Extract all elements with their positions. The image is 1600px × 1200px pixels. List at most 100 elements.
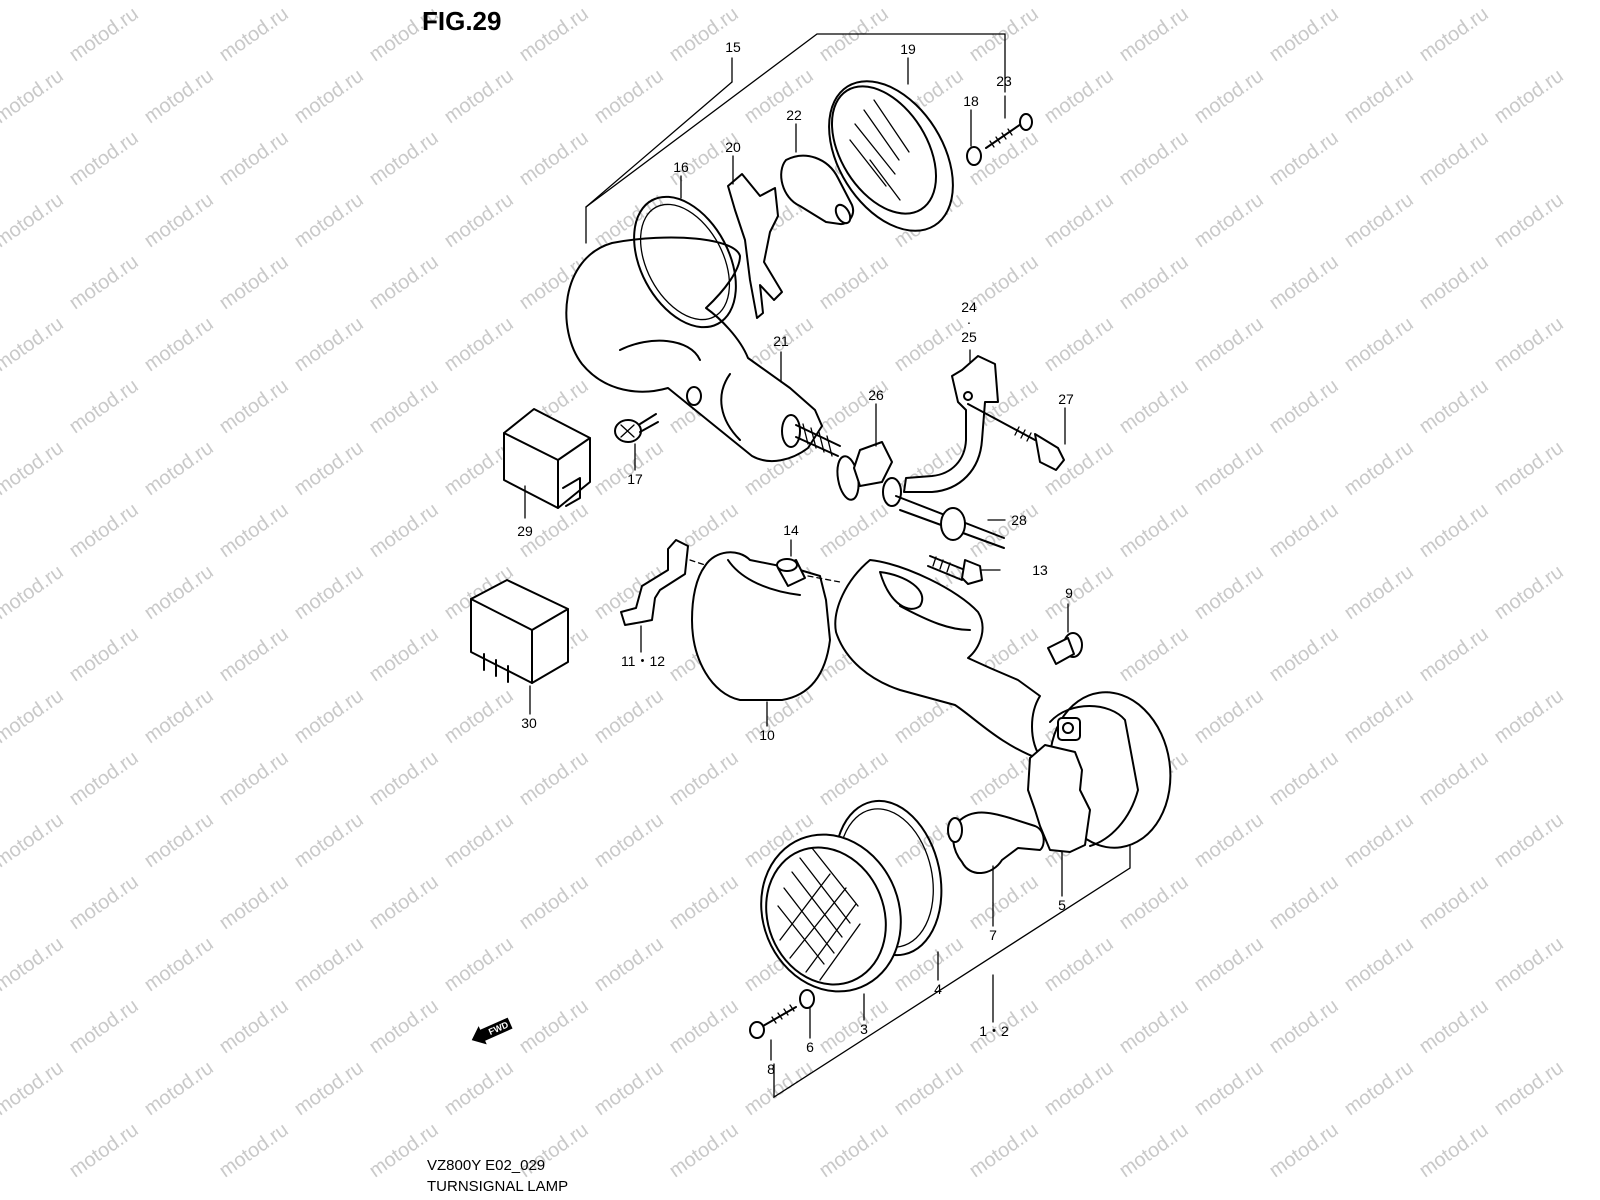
watermark-text: motod.ru [1415, 3, 1492, 66]
watermark-text: motod.ru [1265, 995, 1342, 1058]
watermark-text: motod.ru [1415, 1119, 1492, 1182]
lens-upper [828, 80, 954, 232]
watermark-text: motod.ru [1115, 251, 1192, 314]
callout-9: 9 [1065, 585, 1073, 601]
watermark-text: motod.ru [1340, 933, 1417, 996]
watermark-text: motod.ru [965, 1119, 1042, 1182]
watermark-text: motod.ru [1190, 1057, 1267, 1120]
callout-27: 27 [1058, 391, 1074, 407]
watermark-text: motod.ru [215, 375, 292, 438]
watermark-text: motod.ru [515, 871, 592, 934]
watermark-text: motod.ru [1415, 499, 1492, 562]
watermark-text: motod.ru [515, 747, 592, 810]
watermark-text: motod.ru [65, 127, 142, 190]
watermark-text: motod.ru [65, 995, 142, 1058]
collar-14 [776, 558, 806, 587]
leader-lines [524, 57, 1069, 1061]
watermark-text: motod.ru [965, 871, 1042, 934]
housing-stem-end [781, 414, 801, 448]
watermark-text: motod.ru [740, 65, 817, 128]
watermark-text: motod.ru [215, 747, 292, 810]
watermark-text: motod.ru [440, 933, 517, 996]
watermark-text: motod.ru [1115, 127, 1192, 190]
callout-10: 10 [759, 727, 775, 743]
watermark-text: motod.ru [440, 1057, 517, 1120]
watermark-text: motod.ru [1265, 251, 1342, 314]
callout-3: 3 [860, 1021, 868, 1037]
mount-bracket [903, 355, 999, 493]
watermark-text: motod.ru [1265, 499, 1342, 562]
callout-30: 30 [521, 715, 537, 731]
watermark-text: motod.ru [365, 871, 442, 934]
watermark-text: motod.ru [0, 685, 68, 748]
watermark-text: motod.ru [1190, 65, 1267, 128]
watermark-text: motod.ru [215, 995, 292, 1058]
watermark-text: motod.ru [1115, 499, 1192, 562]
watermark-text: motod.ru [290, 1057, 367, 1120]
callout-22: 22 [786, 107, 802, 123]
watermark-text: motod.ru [815, 995, 892, 1058]
watermark-text: motod.ru [815, 251, 892, 314]
callout-6: 6 [806, 1039, 814, 1055]
watermark-text: motod.ru [215, 499, 292, 562]
watermark-text: motod.ru [590, 65, 667, 128]
watermark-text: motod.ru [365, 995, 442, 1058]
watermark-text: motod.ru [1490, 685, 1567, 748]
watermark-text: motod.ru [1115, 375, 1192, 438]
callout-5: 5 [1058, 897, 1066, 913]
cover-10 [691, 551, 831, 701]
watermark-text: motod.ru [440, 65, 517, 128]
watermark-text: motod.ru [140, 685, 217, 748]
watermark-text: motod.ru [140, 1057, 217, 1120]
watermark-text: motod.ru [440, 809, 517, 872]
watermark-text: motod.ru [1265, 747, 1342, 810]
callout-24: 24 [961, 299, 977, 315]
watermark-text: motod.ru [665, 1119, 742, 1182]
watermark-text: motod.ru [1040, 189, 1117, 252]
bracket-11-12 [620, 539, 689, 626]
relay-30 [470, 579, 569, 684]
watermark-text: motod.ru [440, 189, 517, 252]
callout-13: 13 [1032, 562, 1048, 578]
callout-15: 15 [725, 39, 741, 55]
watermark-text: motod.ru [0, 561, 68, 624]
watermark-text: motod.ru [815, 1119, 892, 1182]
watermark-text: motod.ru [215, 623, 292, 686]
callout-14: 14 [783, 522, 799, 538]
watermark-text: motod.ru [665, 995, 742, 1058]
nut-washer-26 [836, 441, 902, 507]
screw-17 [614, 413, 659, 443]
watermark-text: motod.ru [1490, 933, 1567, 996]
watermark-text: motod.ru [890, 933, 967, 996]
watermark-text: motod.ru [365, 623, 442, 686]
watermark-text: motod.ru [740, 1057, 817, 1120]
watermark-text: motod.ru [1415, 995, 1492, 1058]
watermark-text: motod.ru [290, 65, 367, 128]
watermark-text: motod.ru [1490, 437, 1567, 500]
callout-26: 26 [868, 387, 884, 403]
callout-20: 20 [725, 139, 741, 155]
watermark-text: motod.ru [815, 499, 892, 562]
bracket-line-1-2 [773, 845, 1131, 1099]
watermark-text: motod.ru [365, 375, 442, 438]
bolt-9 [1047, 632, 1083, 665]
watermark-text: motod.ru [890, 313, 967, 376]
callout-1-2: 1・2 [979, 1023, 1009, 1039]
watermark-text: motod.ru [65, 3, 142, 66]
watermark-text: motod.ru [140, 189, 217, 252]
watermark-text: motod.ru [65, 375, 142, 438]
watermark-text: motod.ru [0, 189, 68, 252]
watermark-text: motod.ru [1115, 623, 1192, 686]
watermark-text: motod.ru [590, 437, 667, 500]
watermark-text: motod.ru [1040, 65, 1117, 128]
watermark-text: motod.ru [515, 127, 592, 190]
watermark-text: motod.ru [665, 3, 742, 66]
watermark-text: motod.ru [290, 809, 367, 872]
callout-7: 7 [989, 927, 997, 943]
watermark-text: motod.ru [65, 871, 142, 934]
watermark-text: motod.ru [665, 871, 742, 934]
watermark-text: motod.ru [1415, 375, 1492, 438]
bolt-13 [927, 555, 983, 585]
watermark-text: motod.ru [140, 933, 217, 996]
watermark-text: motod.ru [1415, 871, 1492, 934]
